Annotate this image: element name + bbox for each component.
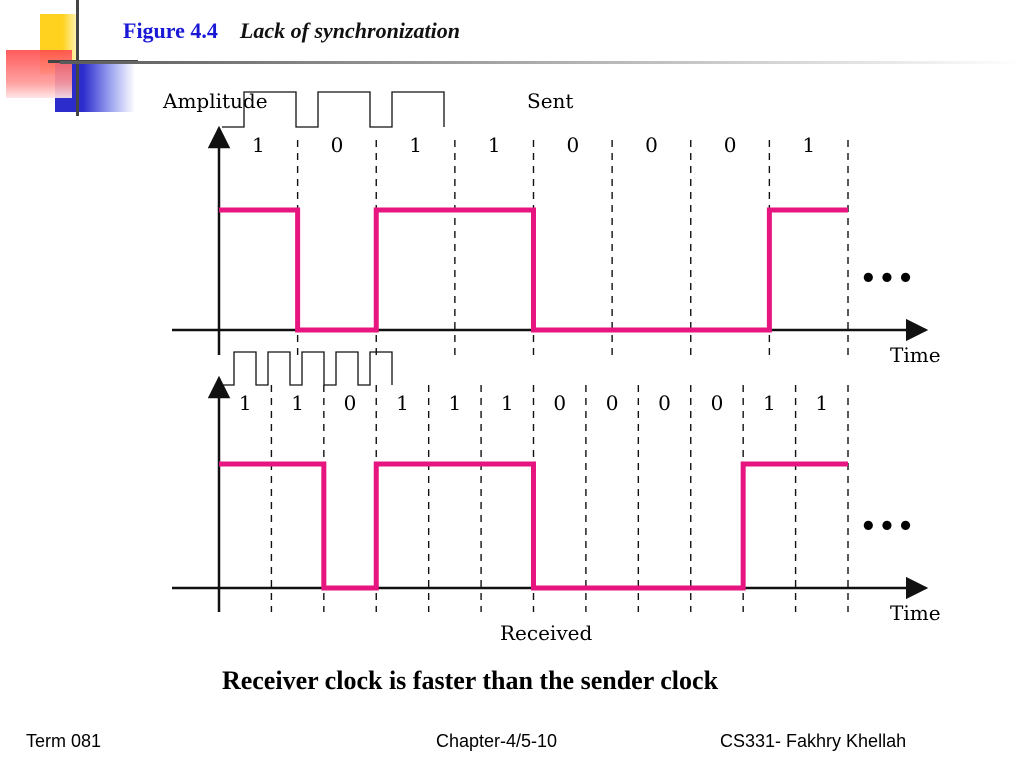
title-underline	[60, 61, 1024, 64]
slide-caption: Receiver clock is faster than the sender…	[221, 666, 719, 695]
recv-bit-label-4: 1	[449, 391, 462, 415]
figure-number: Figure 4.4	[123, 18, 218, 43]
received-time-label: Time	[890, 601, 941, 625]
synchronization-diagram: Amplitude Sent Time 1 0 1 1 0 0 0 1 ••• Time Re…	[162, 89, 941, 645]
recv-bit-label-1: 1	[291, 391, 304, 415]
slide-title: Figure 4.4 Lack of synchronization	[123, 18, 460, 44]
sent-bit-label-1: 0	[331, 133, 344, 157]
sent-continuation-dots: •••	[860, 264, 916, 294]
received-panel: Time Received 1 1 0 1 1 1 0 0 0 0 1 1 •••	[172, 351, 941, 645]
recv-bit-label-2: 0	[344, 391, 357, 415]
sent-bit-label-3: 1	[488, 133, 501, 157]
recv-bit-label-8: 0	[658, 391, 671, 415]
sent-time-label: Time	[890, 343, 941, 367]
sent-signal-waveform	[219, 207, 848, 333]
sent-bit-label-2: 1	[409, 133, 422, 157]
sent-panel: Amplitude Sent Time 1 0 1 1 0 0 0 1 •••	[162, 89, 941, 367]
recv-bit-label-0: 1	[239, 391, 252, 415]
recv-bit-label-9: 0	[711, 391, 724, 415]
recv-bit-label-10: 1	[763, 391, 776, 415]
sent-bit-label-6: 0	[724, 133, 737, 157]
sent-label: Sent	[527, 89, 573, 113]
received-signal-waveform	[219, 461, 848, 591]
received-continuation-dots: •••	[860, 512, 916, 542]
recv-bit-label-6: 0	[553, 391, 566, 415]
footer-course: CS331- Fakhry Khellah	[720, 731, 907, 751]
deco-vertical-line	[76, 0, 79, 116]
footer-term: Term 081	[26, 731, 102, 751]
recv-bit-label-3: 1	[396, 391, 409, 415]
sent-bit-label-4: 0	[566, 133, 579, 157]
sent-bit-label-5: 0	[645, 133, 658, 157]
sent-bit-dividers	[296, 140, 849, 355]
received-bit-dividers	[270, 385, 849, 612]
amplitude-label: Amplitude	[162, 89, 268, 113]
recv-bit-label-5: 1	[501, 391, 514, 415]
deco-red-square	[6, 50, 72, 98]
footer-chapter: Chapter-4/5-10	[436, 731, 558, 751]
recv-bit-label-7: 0	[606, 391, 619, 415]
recv-bit-label-11: 1	[815, 391, 828, 415]
received-clock-waveform	[222, 351, 393, 386]
sent-clock-waveform	[222, 91, 445, 128]
received-bit-labels: 1 1 0 1 1 1 0 0 0 0 1 1	[239, 391, 828, 415]
figure-title: Lack of synchronization	[239, 18, 460, 43]
sent-bit-label-0: 1	[252, 133, 265, 157]
sent-bit-label-7: 1	[802, 133, 815, 157]
sent-bit-labels: 1 0 1 1 0 0 0 1	[252, 133, 815, 157]
received-label: Received	[500, 621, 592, 645]
